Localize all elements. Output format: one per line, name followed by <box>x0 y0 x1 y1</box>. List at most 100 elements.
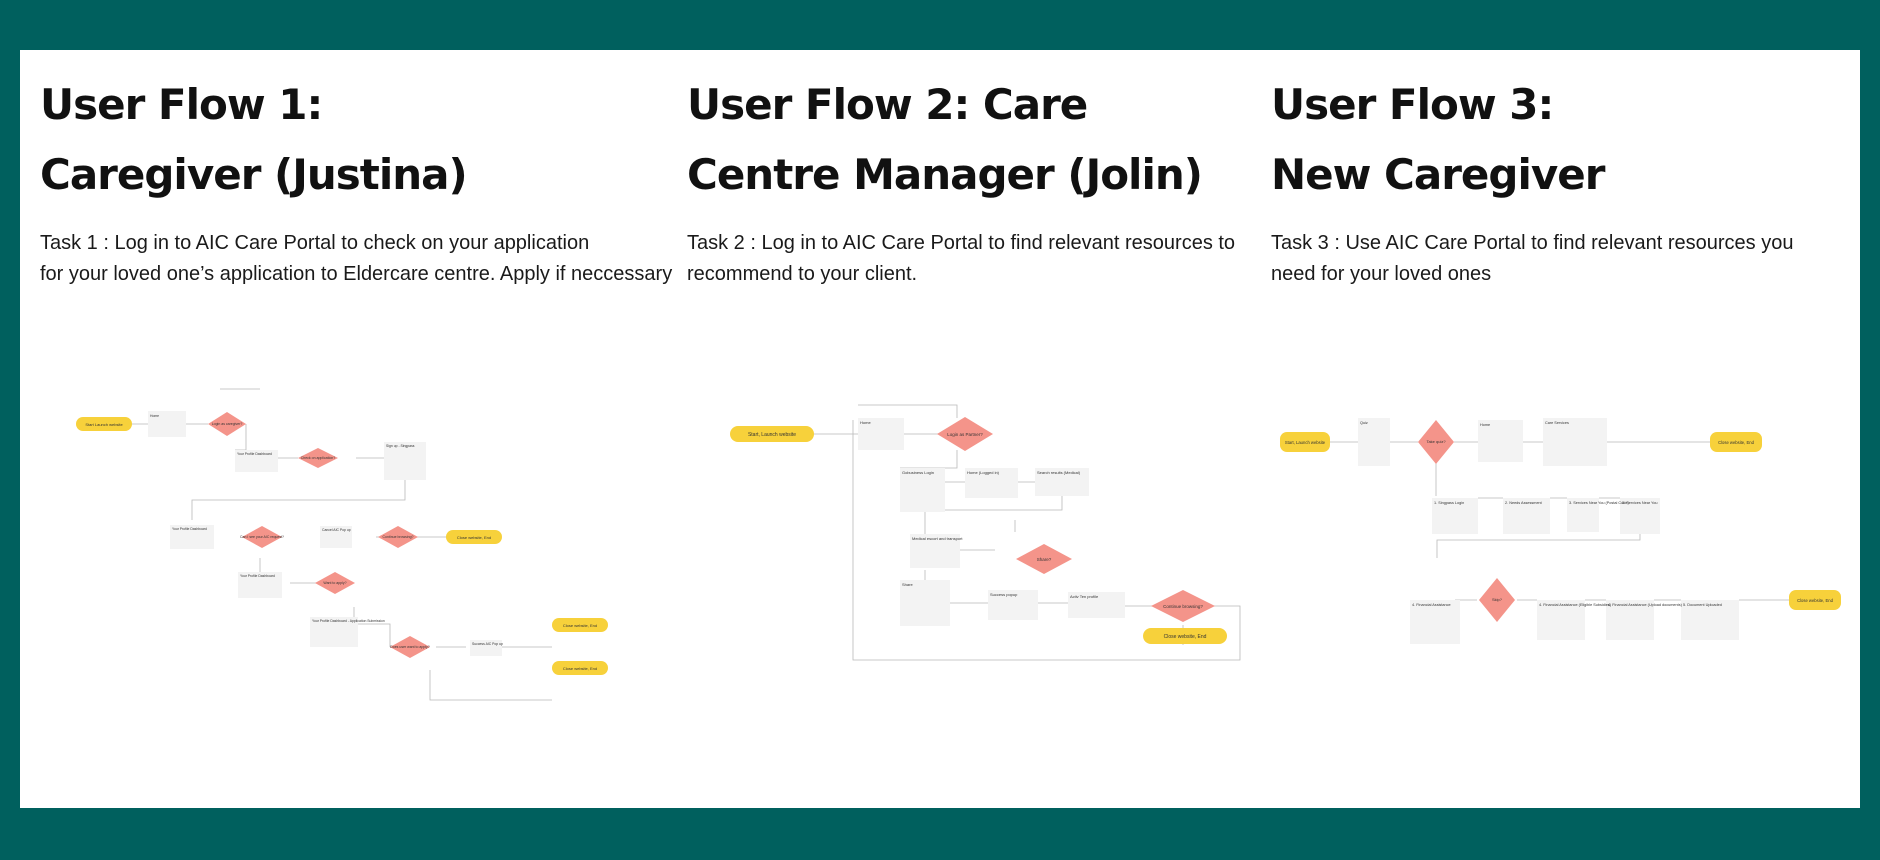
process-box <box>1537 600 1585 640</box>
flow-3-process-boxes <box>1358 418 1739 644</box>
end-terminal <box>1143 628 1227 644</box>
flow-2-process-boxes <box>858 418 1125 626</box>
process-box <box>1503 498 1550 534</box>
decision-label: Can I see your AIC request? <box>240 535 284 539</box>
decision-diamond <box>390 636 430 658</box>
process-box <box>1567 498 1599 532</box>
process-box <box>1543 418 1607 466</box>
flow-2-title: User Flow 2: Care Centre Manager (Jolin) <box>687 70 1203 210</box>
process-label: Your Profile Dashboard - Application Sub… <box>312 619 385 623</box>
flow-1-terminal-labels: Start Launch website Close website, End … <box>85 422 597 671</box>
flow-2-terminals <box>730 426 1227 644</box>
flow-3-task: Task 3 : Use AIC Care Portal to find rel… <box>1271 228 1793 290</box>
process-label: Medical escort and transport <box>912 536 963 541</box>
end-label: Close website, End <box>563 623 597 628</box>
decision-diamond <box>378 526 418 548</box>
decision-diamond <box>937 417 993 451</box>
end-terminal <box>446 530 502 544</box>
start-label: Start, Launch website <box>748 432 796 438</box>
process-box <box>910 534 960 568</box>
end-label: Close website, End <box>1797 598 1834 603</box>
decision-diamond <box>298 448 338 468</box>
process-label: 4. Financial Assistance (Eligible Subsid… <box>1539 603 1612 607</box>
decision-label: Skip? <box>1492 597 1503 602</box>
flow-1-title-line2: Caregiver (Justina) <box>40 150 468 199</box>
flow-1-process-labels: Home Your Profile Dashboard Sign up - Si… <box>150 414 503 646</box>
process-label: Your Profile Dashboard <box>172 527 207 531</box>
flow-2-title-line1: User Flow 2: Care <box>687 80 1088 129</box>
process-box <box>1606 600 1654 640</box>
flow-3-task-line2: need for your loved ones <box>1271 263 1492 285</box>
end-label: Close website, End <box>1718 440 1755 445</box>
start-label: Start, Launch website <box>1285 440 1326 445</box>
process-box <box>235 450 278 472</box>
flow-3-diagram: Start, Launch website Close website, End… <box>1280 418 1841 644</box>
process-label: Home <box>1480 423 1490 427</box>
process-box <box>988 590 1038 620</box>
flow-3-terminal-labels: Start, Launch website Close website, End… <box>1285 440 1834 603</box>
process-label: Home <box>860 420 871 425</box>
process-box <box>1478 420 1523 462</box>
flow-2-task: Task 2 : Log in to AIC Care Portal to fi… <box>687 228 1235 290</box>
process-box <box>238 572 282 598</box>
process-box <box>1068 592 1125 618</box>
process-box <box>384 442 426 480</box>
start-terminal <box>1280 432 1330 452</box>
process-box <box>1432 498 1478 534</box>
end-label: Close website, End <box>563 666 597 671</box>
flow-1-diagram: Start Launch website Close website, End … <box>76 388 608 701</box>
process-box <box>1410 600 1460 644</box>
decision-diamond <box>1151 590 1215 622</box>
flow-1-task-line2: for your loved one’s application to Elde… <box>40 263 673 285</box>
start-terminal <box>76 417 132 431</box>
process-box <box>1358 418 1390 466</box>
decision-label: Does user want to apply? <box>390 645 430 649</box>
decision-diamond <box>1016 544 1072 574</box>
process-box <box>320 526 352 548</box>
decision-label: Continue browsing? <box>383 535 414 539</box>
flow-2-task-line2: recommend to your client. <box>687 263 918 285</box>
process-box <box>858 418 904 450</box>
flow-1-process-boxes <box>148 411 502 656</box>
flow-2-decision-labels: Login as Partner? Share? Continue browsi… <box>947 432 1203 609</box>
decision-label: Login as Partner? <box>947 432 983 437</box>
decision-label: Want to apply? <box>323 581 346 585</box>
end-terminal <box>1710 432 1762 452</box>
process-label: Activ Ten profile <box>1070 594 1099 599</box>
process-label: Care Services <box>1545 421 1569 425</box>
process-box <box>965 468 1018 498</box>
decision-diamond <box>1418 420 1454 464</box>
decision-diamond <box>315 572 355 594</box>
end-terminal <box>1789 590 1841 610</box>
flow-3-process-labels: Quiz Home Care Services 1. Singpass Logi… <box>1360 421 1722 607</box>
process-label: Search results (Medical) <box>1037 470 1081 475</box>
decision-label: Login as caregiver? <box>212 422 243 426</box>
process-label: Quiz <box>1360 421 1368 425</box>
decision-label: Continue browsing? <box>1163 604 1203 609</box>
flow-2-title-line2: Centre Manager (Jolin) <box>687 150 1203 199</box>
process-label: Home <box>150 414 159 418</box>
decision-label: Check on application? <box>301 456 335 460</box>
process-box <box>170 525 214 549</box>
flow-1-task-line1: Task 1 : Log in to AIC Care Portal to ch… <box>40 232 590 254</box>
process-label: 3. Services Near You <box>1622 501 1657 505</box>
process-box <box>900 580 950 626</box>
end-terminal <box>552 618 608 632</box>
flow-2-diagram: Start, Launch website Close website, End… <box>730 404 1241 661</box>
flow-1-title: User Flow 1: Caregiver (Justina) <box>40 70 468 210</box>
flow-1-task: Task 1 : Log in to AIC Care Portal to ch… <box>40 228 672 290</box>
process-box <box>1681 600 1739 640</box>
flow-3-title-line1: User Flow 3: <box>1271 80 1554 129</box>
flow-1-decision-labels: Login as caregiver? Check on application… <box>212 422 430 649</box>
process-label: Success popup <box>990 592 1018 597</box>
flow-3-terminals <box>1280 432 1841 610</box>
process-label: Cancel AIC Pop up <box>322 528 351 532</box>
end-terminal <box>552 661 608 675</box>
decision-diamond <box>1479 578 1515 622</box>
decision-label: Share? <box>1037 557 1052 562</box>
decision-diamond <box>242 526 282 548</box>
flow-2-process-labels: Home Gobusiness Login Home (Logged in) S… <box>860 420 1099 599</box>
process-label: Your Profile Dashboard <box>237 452 272 456</box>
flow-3-decision-labels: Take quiz? Skip? <box>1426 439 1502 602</box>
content-panel: User Flow 1: Caregiver (Justina) Task 1 … <box>20 50 1860 808</box>
